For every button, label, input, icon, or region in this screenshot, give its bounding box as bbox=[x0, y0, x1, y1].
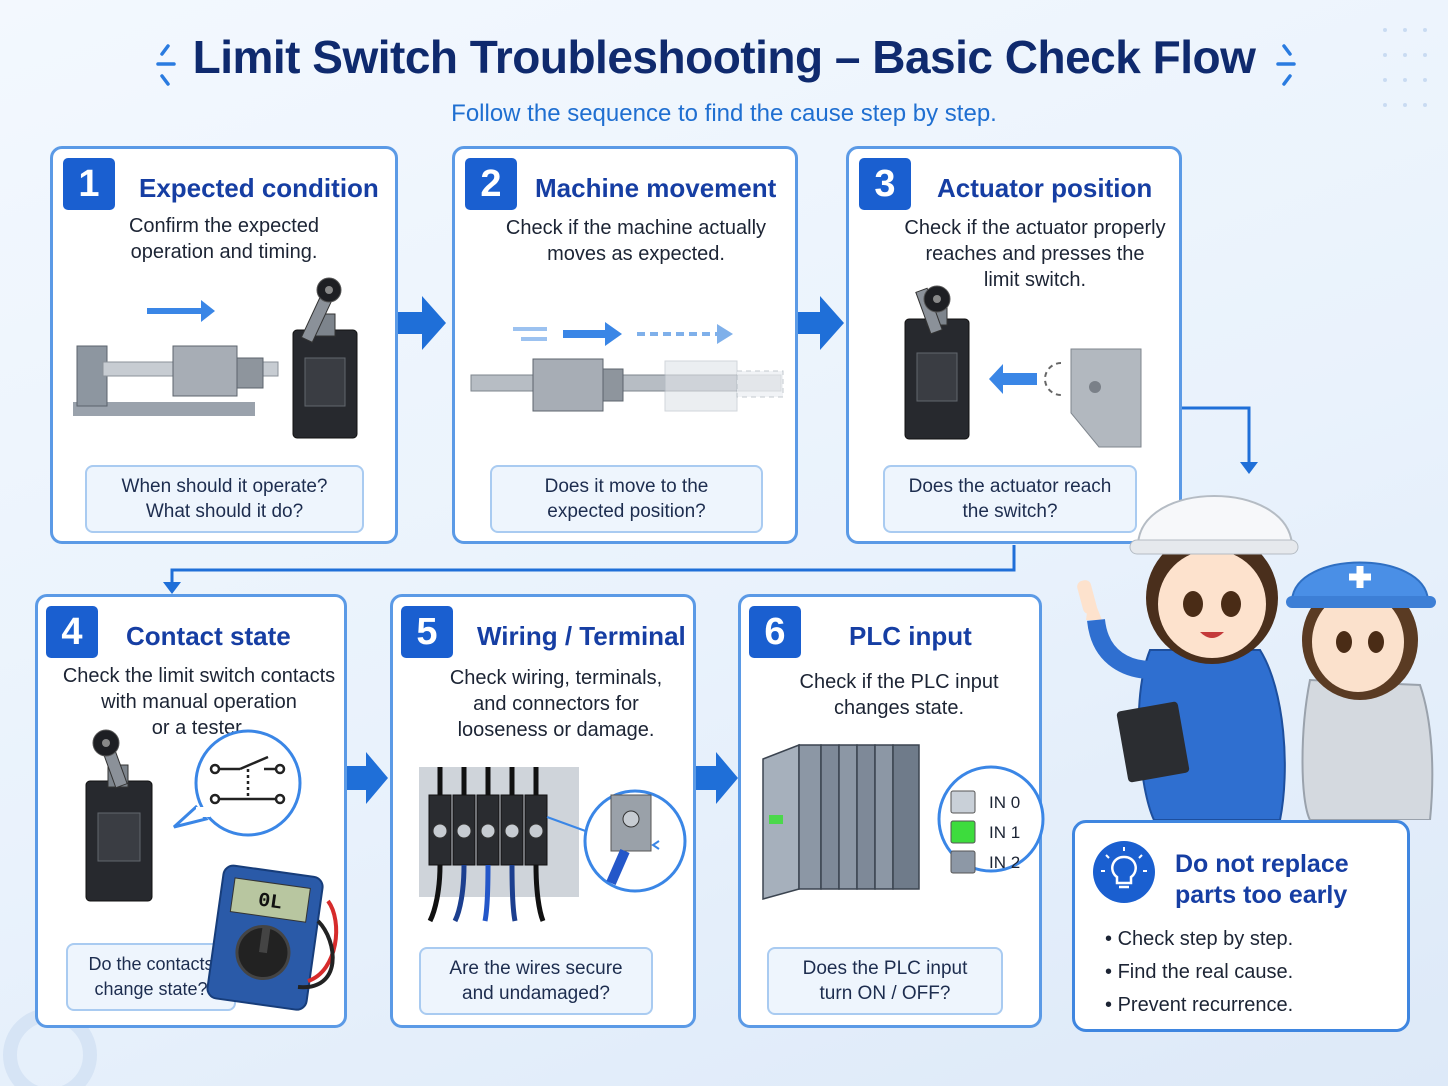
step-number-badge: 3 bbox=[859, 158, 911, 210]
step-number-badge: 5 bbox=[401, 606, 453, 658]
question-line: Do the contacts bbox=[88, 954, 214, 974]
question-line: the switch? bbox=[962, 501, 1058, 522]
description-line: with manual operation bbox=[101, 691, 297, 713]
arrow-1-to-2 bbox=[398, 296, 446, 350]
lightbulb-icon bbox=[1093, 841, 1155, 903]
multimeter-icon: 0L bbox=[206, 864, 339, 1011]
description-line: Check if the PLC input bbox=[799, 671, 999, 693]
multimeter-display: 0L bbox=[256, 889, 283, 915]
input-indicator-led bbox=[950, 820, 976, 844]
description-line: and connectors for bbox=[473, 693, 639, 715]
step-title: PLC input bbox=[849, 621, 972, 651]
tip-list-item: Check step by step. bbox=[1105, 923, 1294, 956]
step-card-6: 6 PLC input Check if the PLC input chang… bbox=[738, 594, 1045, 1028]
step-description: Check the limit switch contacts with man… bbox=[38, 663, 360, 741]
machine-and-limit-switch-illustration bbox=[73, 277, 358, 439]
tip-list: Check step by step. Find the real cause.… bbox=[1105, 923, 1294, 1022]
step-title: Expected condition bbox=[139, 173, 379, 203]
female-engineer-figure bbox=[1286, 561, 1436, 820]
step-title: Contact state bbox=[126, 621, 291, 651]
step-number-badge: 6 bbox=[749, 606, 801, 658]
step-question: When should it operate? What should it do… bbox=[85, 465, 364, 533]
description-line: operation and timing. bbox=[130, 241, 318, 263]
tip-list-item: Prevent recurrence. bbox=[1105, 989, 1294, 1022]
step-title: Actuator position bbox=[937, 173, 1153, 203]
title-sparkle-left-icon bbox=[156, 44, 176, 86]
plc-input-label: IN 0 bbox=[989, 793, 1020, 812]
question-line: Are the wires secure bbox=[449, 958, 623, 979]
plc-module-illustration: IN 0 IN 1 IN 2 bbox=[762, 743, 1045, 900]
step-card-3: 3 Actuator position Check if the actuato… bbox=[846, 146, 1182, 544]
step-question: Does it move to the expected position? bbox=[490, 465, 763, 533]
limit-switch-illustration bbox=[85, 729, 302, 902]
arrow-4-to-5 bbox=[347, 752, 388, 804]
clipboard-icon bbox=[1116, 701, 1190, 783]
description-line: moves as expected. bbox=[547, 243, 725, 265]
step-description: Check wiring, terminals, and connectors … bbox=[393, 665, 719, 743]
tip-box: Do not replace parts too early Check ste… bbox=[1072, 820, 1410, 1032]
description-line: Confirm the expected bbox=[128, 215, 320, 237]
step-number-badge: 1 bbox=[63, 158, 115, 210]
step-question: Does the actuator reach the switch? bbox=[883, 465, 1137, 533]
step-title: Wiring / Terminal bbox=[477, 621, 686, 651]
switch-contact-icon bbox=[209, 755, 286, 805]
description-line: Check if the actuator properly bbox=[904, 217, 1166, 239]
direction-arrow-icon bbox=[563, 322, 622, 346]
description-line: changes state. bbox=[833, 697, 965, 719]
step-question: Does the PLC input turn ON / OFF? bbox=[767, 947, 1003, 1015]
question-line: and undamaged? bbox=[462, 983, 610, 1004]
step-card-2: 2 Machine movement Check if the machine … bbox=[452, 146, 798, 544]
terminal-block-illustration bbox=[419, 767, 687, 923]
step-description: Check if the actuator properly reaches a… bbox=[849, 215, 1221, 293]
arrow-2-to-3 bbox=[798, 296, 844, 350]
engineer-characters-illustration bbox=[1077, 495, 1436, 820]
description-line: Check the limit switch contacts bbox=[62, 665, 336, 687]
step-number-badge: 2 bbox=[465, 158, 517, 210]
tip-title-line: parts too early bbox=[1175, 881, 1348, 909]
description-line: or a tester. bbox=[151, 717, 247, 739]
direction-arrow-icon bbox=[147, 300, 215, 322]
description-line: Check wiring, terminals, bbox=[449, 667, 663, 689]
page-title: Limit Switch Troubleshooting – Basic Che… bbox=[192, 31, 1256, 83]
machine-movement-illustration bbox=[470, 322, 784, 412]
question-line: When should it operate? bbox=[121, 476, 328, 497]
title-sparkle-right-icon bbox=[1276, 44, 1296, 86]
question-line: change state? bbox=[94, 979, 208, 999]
question-line: Does the actuator reach bbox=[908, 476, 1112, 497]
tip-title: Do not replace parts too early bbox=[1175, 849, 1395, 911]
step-description: Confirm the expected operation and timin… bbox=[53, 213, 395, 265]
male-engineer-figure bbox=[1077, 495, 1299, 820]
tip-title-line: Do not replace bbox=[1175, 850, 1349, 878]
step-description: Check if the machine actually moves as e… bbox=[455, 215, 817, 267]
description-line: limit switch. bbox=[983, 269, 1087, 291]
step-number-badge: 4 bbox=[46, 606, 98, 658]
description-line: looseness or damage. bbox=[457, 719, 655, 741]
step-card-4: 4 Contact state Check the limit switch c… bbox=[35, 594, 347, 1028]
direction-arrow-icon bbox=[989, 364, 1037, 394]
question-line: What should it do? bbox=[145, 501, 304, 522]
question-line: turn ON / OFF? bbox=[819, 983, 951, 1004]
page-subtitle: Follow the sequence to find the cause st… bbox=[451, 100, 997, 127]
actuator-and-switch-illustration bbox=[904, 285, 1142, 448]
step-card-5: 5 Wiring / Terminal Check wiring, termin… bbox=[390, 594, 696, 1028]
description-line: reaches and presses the bbox=[925, 243, 1145, 265]
question-line: expected position? bbox=[547, 501, 706, 522]
step-question: Do the contacts change state? bbox=[66, 943, 236, 1011]
step-question: Are the wires secure and undamaged? bbox=[419, 947, 653, 1015]
connector-3-to-tip bbox=[1182, 406, 1251, 464]
description-line: Check if the machine actually bbox=[505, 217, 767, 239]
question-line: Does it move to the bbox=[544, 476, 709, 497]
input-indicator-led bbox=[950, 850, 976, 874]
connector-3-to-4 bbox=[170, 545, 1016, 584]
tip-list-item: Find the real cause. bbox=[1105, 956, 1294, 989]
arrow-5-to-6 bbox=[696, 752, 738, 804]
plc-input-label: IN 2 bbox=[989, 853, 1020, 872]
step-title: Machine movement bbox=[535, 173, 777, 203]
input-indicator-led bbox=[950, 790, 976, 814]
step-card-1: 1 Expected condition Confirm the expecte… bbox=[50, 146, 398, 544]
step-description: Check if the PLC input changes state. bbox=[741, 669, 1057, 721]
question-line: Does the PLC input bbox=[802, 958, 968, 979]
plc-input-label: IN 1 bbox=[989, 823, 1020, 842]
